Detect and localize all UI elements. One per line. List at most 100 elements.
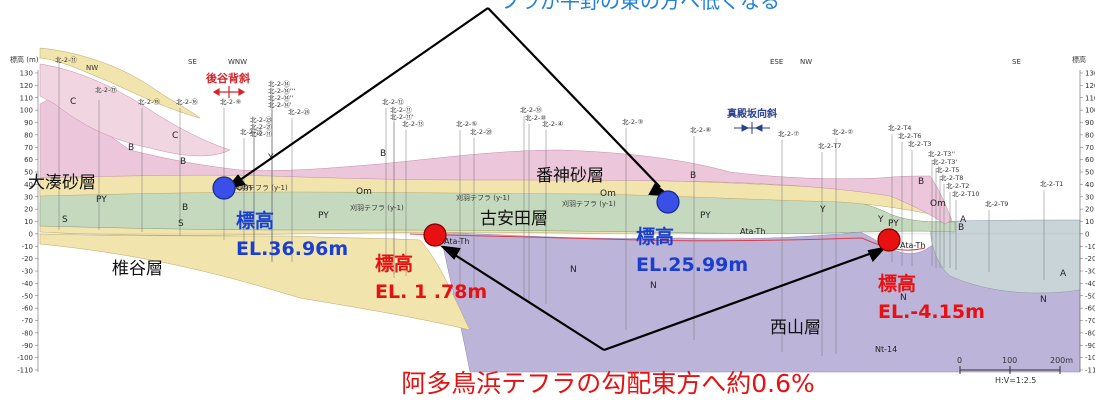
point-label: 標高 (636, 225, 674, 248)
left-tick-label: -50 (22, 292, 33, 300)
direction-label: ESE (770, 58, 783, 66)
borehole-label: 北-2-㉓ (250, 116, 272, 124)
borehole-label: 北-2-⑬ (402, 120, 424, 128)
point-value: EL.-4.15m (878, 301, 985, 323)
formation-koyasuda: 古安田層 (480, 209, 548, 229)
borehole-label: 北-2-T10 (952, 190, 980, 198)
anticline-label: 後谷背斜 (206, 71, 250, 85)
unit-label: PY (888, 219, 899, 229)
borehole-label: 北-2-⑳ (470, 128, 492, 136)
unit-bangami (39, 95, 953, 225)
borehole-label: 北-2-T2 (946, 182, 969, 190)
unit-label: B (958, 223, 964, 233)
unit-label: C (172, 131, 178, 141)
borehole-label: 北-2-③ (622, 118, 643, 126)
borehole-label: 北-2-⑱ (520, 106, 542, 114)
borehole-label: 北-2-㉔ (288, 108, 310, 116)
right-axis-title: 標高 (1072, 55, 1086, 64)
left-tick-label: -10 (22, 243, 33, 251)
left-tick-label: 90 (24, 119, 33, 127)
top-caption: フラが平野の東の方へ低くなる (500, 0, 780, 13)
left-tick-label: -80 (22, 329, 33, 337)
borehole-label: 北-2-⑯ (176, 98, 198, 106)
borehole-label: 北-2-⑭'' (268, 94, 294, 102)
left-tick-label: -40 (22, 280, 33, 288)
unit-label: Ata-Th (740, 227, 765, 236)
anticline-arrow-icon (212, 86, 246, 98)
borehole-label: 北-2-T7 (818, 142, 841, 150)
left-tick-label: -20 (22, 255, 33, 263)
borehole-label: 北-2-⑪ (55, 56, 77, 64)
right-tick-label: 130 (1085, 70, 1095, 78)
borehole-label: 北-2-⑧ (690, 126, 711, 134)
right-tick-label: 100 (1085, 107, 1095, 115)
unit-label: B (918, 177, 924, 187)
point-label: 標高 (375, 252, 413, 275)
tephra-label: 刈羽テフラ (y-1) (350, 203, 404, 212)
unit-label: B (180, 157, 186, 167)
left-tick-label: -100 (17, 354, 33, 362)
right-tick-label: -60 (1085, 305, 1095, 313)
right-tick-label: 110 (1085, 94, 1095, 102)
right-tick-label: 50 (1085, 169, 1094, 177)
left-tick-label: 40 (24, 181, 33, 189)
left-tick-label: 0 (29, 230, 33, 238)
left-tick-label: -90 (22, 342, 33, 350)
left-tick-label: -110 (17, 367, 33, 375)
unit-label: S (62, 215, 68, 225)
formation-shiiya: 椎谷層 (112, 259, 163, 279)
borehole-label: 北-2-⑩ (525, 114, 546, 122)
borehole-label: 北-2-T4 (888, 124, 911, 132)
point-label: 標高 (236, 209, 274, 232)
right-tick-label: 10 (1085, 218, 1094, 226)
point-value: EL. 1 .78m (375, 281, 487, 303)
right-tick-label: -30 (1085, 268, 1095, 276)
point-blue-1 (212, 176, 236, 200)
unit-label: Ata-Th (444, 237, 469, 246)
unit-label: N (1040, 295, 1047, 305)
borehole-label: 北-2-⑦ (778, 130, 799, 138)
right-tick-label: -100 (1085, 354, 1095, 362)
left-tick-label: 130 (20, 70, 33, 78)
borehole-label: 北-2-⑫ (382, 98, 404, 106)
borehole-label: 北-2-⑭' (268, 101, 292, 109)
left-tick-label: 30 (24, 193, 33, 201)
right-tick-label: 80 (1085, 131, 1094, 139)
tephra-label: 刈羽テフラ (y-1) (562, 199, 616, 208)
unit-upper-left (39, 47, 201, 119)
right-tick-label: 90 (1085, 119, 1094, 127)
tephra-labels: 刈羽テフラ (y-1) 刈羽テフラ (y-1) 刈羽テフラ (y-1) 刈羽テフ… (234, 183, 616, 212)
direction-label: SE (1012, 58, 1021, 66)
unit-label: B (690, 171, 696, 181)
borehole-label: 北-2-T1 (1040, 180, 1063, 188)
point-red-1 (423, 223, 447, 247)
unit-label: B (128, 143, 134, 153)
borehole-label: 北-2-⑮ (138, 98, 160, 106)
right-tick-label: -20 (1085, 255, 1095, 263)
left-tick-label: 70 (24, 144, 33, 152)
left-tick-label: 20 (24, 206, 33, 214)
borehole-label: 北-2-⑤ (456, 120, 477, 128)
unit-A (929, 219, 1081, 294)
unit-label: N (650, 281, 657, 291)
unit-label: C (70, 97, 76, 107)
unit-C (39, 63, 231, 157)
syncline-arrow-icon (734, 122, 770, 134)
ata-th-horizon (409, 233, 926, 251)
right-tick-label: 0 (1085, 230, 1089, 238)
left-tick-label: 80 (24, 131, 33, 139)
right-axis: 標高 1301201101009080706050403020100-10-20… (1072, 55, 1095, 375)
left-tick-label: 120 (20, 82, 33, 90)
left-tick-label: 110 (20, 94, 33, 102)
geologic-units (39, 47, 1081, 373)
unit-label: Ata-Th (900, 241, 925, 250)
unit-label: Om (356, 187, 372, 197)
direction-label: NW (86, 64, 98, 72)
unit-label: B (182, 203, 188, 213)
unit-label: N (900, 293, 907, 303)
direction-labels: NW SE WNW ESE NW SE (86, 58, 1021, 72)
point-value: EL.36.96m (236, 238, 348, 260)
borehole-label: 北-2-T9 (985, 200, 1008, 208)
right-tick-label: -80 (1085, 329, 1095, 337)
